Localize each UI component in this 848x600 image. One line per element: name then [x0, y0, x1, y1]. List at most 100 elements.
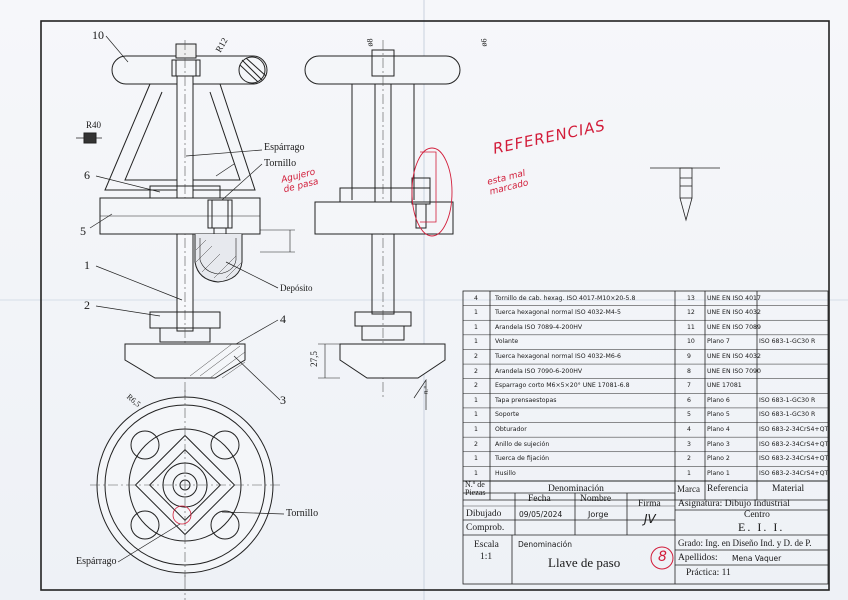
dim-27-5: 27,5 — [308, 351, 319, 367]
parts-material: ISO 683-2-34CrS4+QT — [759, 469, 829, 477]
parts-mark: 4 — [687, 426, 691, 434]
parts-name: Tornillo de cab. hexag. ISO 4017-M10×20-… — [495, 294, 636, 302]
parts-reference: Plano 6 — [707, 396, 730, 404]
grade-circle — [650, 546, 674, 570]
parts-qty: 1 — [474, 426, 478, 434]
parts-reference: Plano 3 — [707, 440, 730, 448]
tb-grado: Grado: Ing. en Diseño Ind. y D. de P. — [678, 538, 812, 548]
tb-escala: 1:1 — [480, 552, 493, 562]
parts-name: Anillo de sujeción — [495, 440, 550, 448]
tb-comprob-label: Comprob. — [466, 523, 505, 533]
parts-mark: 13 — [687, 294, 695, 302]
callout-4: 4 — [280, 312, 286, 326]
tb-denominacion-label: Denominación — [518, 540, 573, 549]
tb-apellidos: Mena Vaquer — [732, 554, 782, 563]
parts-name: Tapa prensaestopas — [495, 396, 557, 404]
dim-r40: R40 — [86, 120, 102, 130]
parts-qty: 1 — [474, 309, 478, 317]
parts-mark: 11 — [687, 323, 695, 331]
dim-surface: n.° — [421, 385, 431, 395]
parts-reference: UNE EN ISO 4032 — [707, 352, 761, 360]
tb-asignatura: Asignatura: Dibujo Industrial — [678, 499, 790, 509]
header-material: Material — [772, 484, 805, 494]
parts-reference: UNE 17081 — [707, 382, 742, 390]
callout-1: 1 — [84, 258, 90, 272]
parts-name: Volante — [495, 338, 519, 346]
parts-material: ISO 683-1-GC30 R — [759, 396, 816, 404]
parts-material: ISO 683-1-GC30 R — [759, 411, 816, 419]
parts-reference: UNE EN ISO 7090 — [707, 367, 761, 375]
parts-mark: 8 — [687, 367, 691, 375]
tb-centro-header: Centro — [744, 510, 770, 520]
parts-mark: 9 — [687, 352, 691, 360]
parts-name: Arandela ISO 7090-6-200HV — [495, 367, 583, 375]
side-view — [304, 40, 461, 410]
callout-6: 6 — [84, 168, 90, 182]
parts-name: Tuerca hexagonal normal ISO 4032-M6-6 — [495, 352, 621, 360]
tb-centro: E. I. I. — [738, 520, 785, 534]
parts-reference: UNE EN ISO 4032 — [707, 309, 761, 317]
title-block-grid — [462, 480, 829, 585]
label-tornillo-bottom: Tornillo — [286, 508, 319, 519]
tb-fecha: 09/05/2024 — [519, 510, 563, 519]
parts-qty: 2 — [474, 352, 478, 360]
dim-d8: ø8 — [365, 38, 375, 47]
leader-lines — [89, 35, 285, 563]
parts-name: Arandela ISO 7089-4-200HV — [495, 323, 583, 331]
parts-table-grid — [462, 290, 829, 500]
parts-name: Esparrago corto M6×5×20° UNE 17081-6.8 — [495, 382, 630, 390]
parts-reference: UNE EN ISO 4017 — [707, 294, 761, 302]
parts-name: Tuerca hexagonal normal ISO 4032-M4-5 — [495, 309, 621, 317]
tb-denominacion: Llave de paso — [548, 555, 621, 570]
label-esparrago-bottom: Espárrago — [76, 556, 117, 567]
parts-mark: 2 — [687, 455, 691, 463]
parts-mark: 12 — [687, 309, 695, 317]
parts-material: ISO 683-2-34CrS4+QT — [759, 426, 829, 434]
parts-mark: 3 — [687, 440, 691, 448]
callout-5: 5 — [80, 224, 86, 238]
parts-reference: Plano 2 — [707, 455, 730, 463]
detail-view — [650, 167, 720, 222]
label-deposito: Depósito — [280, 283, 313, 293]
parts-reference: Plano 1 — [707, 469, 730, 477]
parts-reference: Plano 5 — [707, 411, 730, 419]
parts-mark: 5 — [687, 411, 691, 419]
tb-firma: JV — [644, 512, 656, 526]
header-referencia: Referencia — [707, 484, 749, 494]
parts-qty: 2 — [474, 382, 478, 390]
front-view — [76, 40, 295, 600]
parts-mark: 7 — [687, 382, 691, 390]
parts-qty: 1 — [474, 411, 478, 419]
callout-2: 2 — [84, 298, 90, 312]
parts-qty: 1 — [474, 469, 478, 477]
tb-firma-header: Firma — [638, 499, 661, 509]
parts-name: Husillo — [495, 469, 516, 477]
dim-d6: ø6 — [479, 38, 489, 47]
parts-qty: 2 — [474, 440, 478, 448]
parts-material: ISO 683-1-GC30 R — [759, 338, 816, 346]
parts-qty: 1 — [474, 323, 478, 331]
parts-reference: Plano 7 — [707, 338, 730, 346]
parts-qty: 2 — [474, 367, 478, 375]
parts-material: ISO 683-2-34CrS4+QT — [759, 440, 829, 448]
tb-apellidos-label: Apellidos: — [678, 553, 718, 563]
tb-fecha-header: Fecha — [528, 494, 551, 504]
header-marca: Marca — [677, 484, 700, 494]
tb-nombre: Jorge — [588, 510, 609, 519]
plan-view — [90, 390, 280, 580]
parts-material: ISO 683-2-34CrS4+QT — [759, 455, 829, 463]
parts-name: Tuerca de fijación — [495, 455, 550, 463]
callout-10: 10 — [92, 28, 104, 42]
label-tornillo-top: Tornillo — [264, 158, 297, 169]
tb-practica: Práctica: 11 — [686, 568, 731, 578]
parts-qty: 1 — [474, 396, 478, 404]
parts-name: Soporte — [495, 411, 520, 419]
parts-mark: 1 — [687, 469, 691, 477]
parts-reference: UNE EN ISO 7089 — [707, 323, 761, 331]
parts-qty: 1 — [474, 455, 478, 463]
label-esparrago-top: Espárrago — [264, 142, 305, 153]
header-denominacion: Denominación — [548, 484, 604, 494]
parts-mark: 6 — [687, 396, 691, 404]
header-qty: N.º de Piezas — [465, 480, 486, 497]
